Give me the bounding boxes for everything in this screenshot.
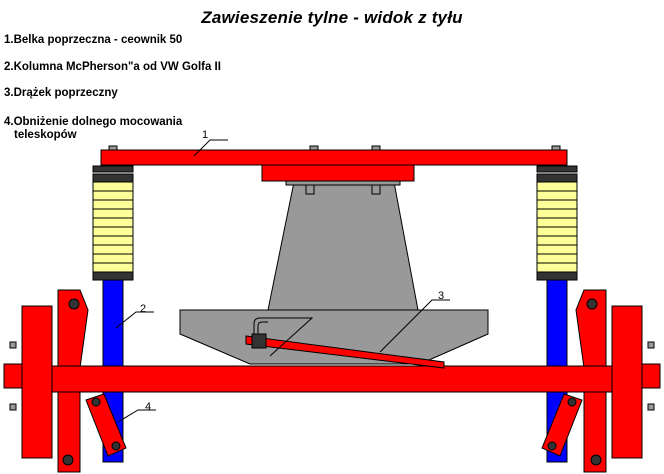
- right-lower-mount: [541, 393, 583, 457]
- diagram-title: Zawieszenie tylne - widok z tyłu: [201, 8, 463, 27]
- lower-plate: [179, 309, 489, 365]
- left-knuckle-bolt-top: [68, 298, 80, 310]
- right-spring: [536, 173, 578, 281]
- callout-4: 4: [145, 401, 151, 413]
- leader-lines: [115, 139, 450, 423]
- right-knuckle-bolt-top: [586, 298, 598, 310]
- legend-item-1: 1.Belka poprzeczna - ceownik 50: [4, 34, 183, 46]
- right-brake-drum: [611, 305, 661, 459]
- left-spring: [92, 173, 134, 281]
- crossbeam: [100, 149, 568, 166]
- panhard-bushing: [251, 333, 267, 349]
- left-strut-cap: [92, 165, 134, 173]
- center-mount: [267, 181, 419, 311]
- legend-item-4-line-1: 4.Obniżenie dolnego mocowania: [4, 116, 183, 128]
- panhard-bracket: [253, 317, 314, 357]
- left-brake-drum: [3, 305, 53, 459]
- right-knuckle-bolt-bottom: [590, 454, 602, 466]
- callout-3: 3: [438, 290, 444, 302]
- callout-2: 2: [140, 303, 146, 315]
- legend-item-3: 3.Drążek poprzeczny: [4, 87, 118, 99]
- panhard-rod: [245, 335, 445, 369]
- right-strut-cap: [536, 165, 578, 173]
- axle-beam: [51, 365, 613, 393]
- top-bolts: [108, 145, 561, 195]
- left-lower-mount: [85, 393, 127, 457]
- legend-item-2: 2.Kolumna McPherson"a od VW Golfa II: [4, 61, 221, 73]
- left-knuckle-bolt-bottom: [62, 454, 74, 466]
- crossbeam-center-block: [261, 164, 415, 182]
- callout-1: 1: [202, 129, 208, 141]
- mount-top-plate: [285, 180, 401, 186]
- legend-item-4-line-2: teleskopów: [14, 129, 77, 141]
